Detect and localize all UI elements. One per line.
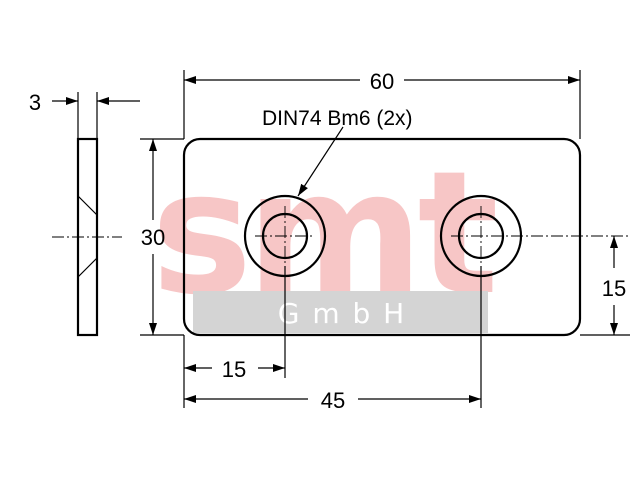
plate-outline [182, 137, 582, 337]
dimension-label-15-horizontal: 15 [222, 357, 246, 382]
plate-front-view [182, 137, 582, 337]
dimension-height: 30 [140, 138, 184, 336]
watermark-band [193, 291, 488, 333]
callout-leader-line [297, 126, 344, 197]
dimension-overall-length: 60 [183, 69, 581, 139]
watermark-subtext: G m b H [278, 297, 407, 330]
hole-left [243, 194, 327, 278]
side-view-hole-hidden-line [77, 257, 98, 278]
dimension-hole-height: 15 [580, 236, 630, 336]
dimension-label-3: 3 [29, 90, 41, 115]
dimension-label-30: 30 [141, 225, 165, 250]
callout-label: DIN74 Bm6 (2x) [262, 107, 413, 130]
side-view [52, 137, 122, 337]
dimension-first-hole-offset: 15 [183, 266, 286, 408]
dimension-label-15-vertical: 15 [602, 276, 626, 301]
side-view-hole-hidden-line [77, 195, 98, 216]
dimension-label-45: 45 [321, 388, 345, 413]
dimension-label-60: 60 [370, 69, 394, 94]
dimension-thickness: 3 [29, 90, 140, 139]
dimension-second-hole-offset: 45 [184, 266, 482, 413]
watermark: smt G m b H [151, 135, 502, 333]
callout-leader: DIN74 Bm6 (2x) [262, 107, 413, 197]
